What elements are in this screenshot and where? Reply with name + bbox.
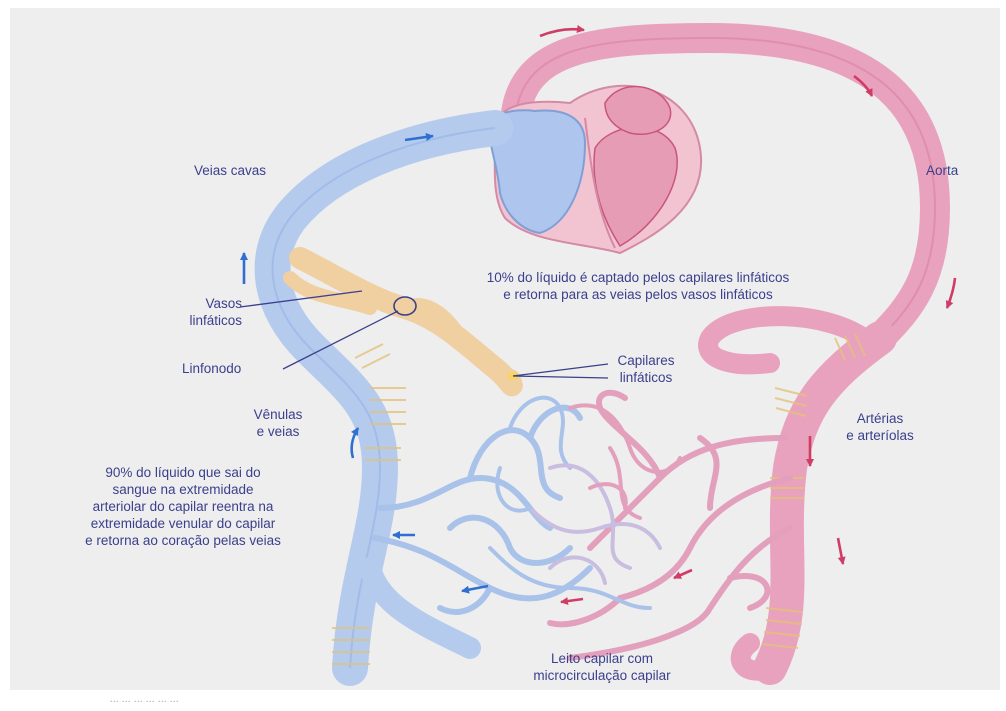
label-aorta: Aorta <box>926 162 958 179</box>
caption-strip: ... ... ... ... ... ... <box>0 690 1006 711</box>
flow-arrow <box>561 599 583 602</box>
label-capilares-linfaticos: Capilares linfáticos <box>600 352 692 386</box>
flow-arrow <box>838 538 843 564</box>
heart-shape <box>488 86 701 253</box>
label-venulas-veias: Vênulas e veias <box>238 406 318 440</box>
artery-vessel <box>770 338 880 668</box>
flow-arrow <box>947 278 955 308</box>
label-leito-capilar: Leito capilar com microcirculação capila… <box>502 650 702 684</box>
label-veias-cavas: Veias cavas <box>194 162 266 179</box>
diagram-frame: Veias cavas Aorta Vasos linfáticos Linfo… <box>10 8 1000 690</box>
flow-arrow <box>462 586 488 591</box>
circulation-diagram <box>10 8 1000 690</box>
label-liquido-90: 90% do líquido que sai do sangue na extr… <box>38 464 328 549</box>
label-linfonodo: Linfonodo <box>182 360 241 377</box>
caption-fragment: ... ... ... ... ... ... <box>110 691 179 706</box>
label-vasos-linfaticos: Vasos linfáticos <box>160 295 242 329</box>
label-arterias-arteriolas: Artérias e arteríolas <box>825 410 935 444</box>
label-liquido-10: 10% do líquido é captado pelos capilares… <box>398 269 878 303</box>
